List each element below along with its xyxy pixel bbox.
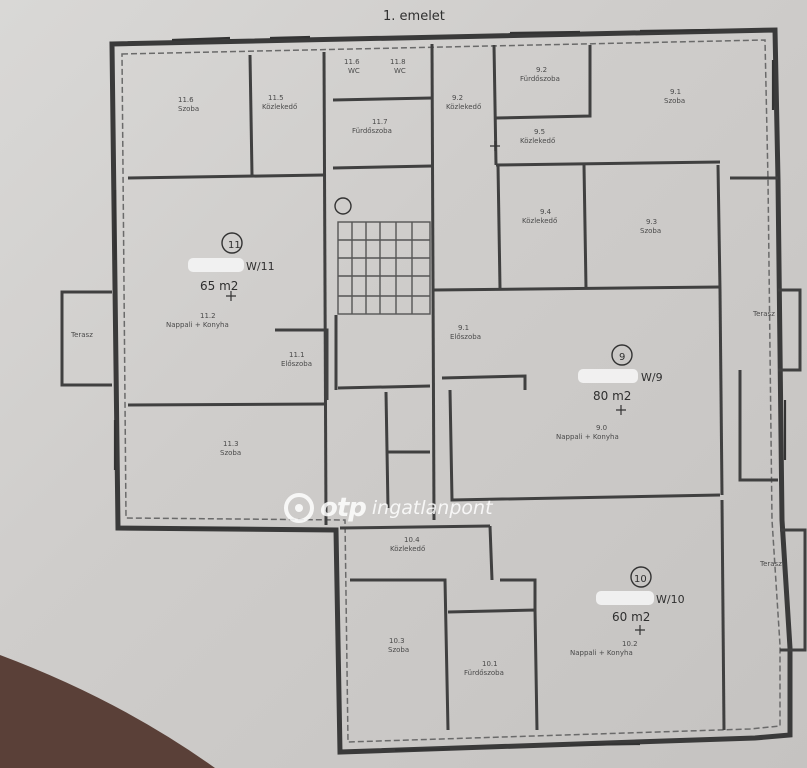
room-label-name: Szoba xyxy=(178,105,199,113)
room-label-id: 10.4 xyxy=(404,536,420,544)
room-label-id: 9.3 xyxy=(646,218,657,226)
watermark-brand: otp xyxy=(320,493,367,523)
room-label-name: Közlekedő xyxy=(390,544,425,553)
unit-labels: 11 W/11 65 m2 9 W/9 80 m2 10 W/10 60 m2 xyxy=(200,240,685,624)
room-label-id: 10.2 xyxy=(622,640,638,648)
room-label-name: Fürdőszoba xyxy=(464,668,504,677)
unit-9-code: W/9 xyxy=(641,371,663,384)
room-label-name: Közlekedő xyxy=(446,102,481,111)
room-label-name: Szoba xyxy=(220,449,241,457)
unit-marker-9 xyxy=(611,344,633,366)
room-label-name: Előszoba xyxy=(281,359,312,368)
room-label-id: 9.0 xyxy=(596,424,607,432)
room-label-name: Nappali + Konyha xyxy=(166,321,229,329)
unit-11-area: 65 m2 xyxy=(200,279,238,293)
unit-marker-10 xyxy=(630,566,652,588)
room-label-name: Nappali + Konyha xyxy=(570,649,633,657)
outer-walls xyxy=(109,27,793,755)
room-label-name: Előszoba xyxy=(450,332,481,341)
room-label-name: Terasz xyxy=(759,560,782,568)
terrace-left-outline xyxy=(60,290,112,387)
unit-markers xyxy=(221,197,652,588)
room-label-id: 11.5 xyxy=(268,94,284,102)
redacted-labels xyxy=(188,258,654,605)
unit-10-area: 60 m2 xyxy=(612,610,650,624)
unit-11-code: W/11 xyxy=(246,260,275,273)
room-label-id: 11.3 xyxy=(223,440,239,448)
room-label-name: Közlekedő xyxy=(522,216,557,225)
room-label-name: WC xyxy=(348,67,360,75)
unit-9-area: 80 m2 xyxy=(593,389,631,403)
room-label-name: Terasz xyxy=(70,331,93,339)
unit-10-number: 10 xyxy=(634,574,647,585)
terrace-right-outline xyxy=(778,288,807,652)
room-label-name: Szoba xyxy=(388,646,409,654)
unit-10-code: W/10 xyxy=(656,593,685,606)
floor-title: 1. emelet xyxy=(383,9,445,24)
outer-wall-dash xyxy=(121,39,781,743)
room-label-id: 9.1 xyxy=(458,324,469,332)
room-label-id: 10.1 xyxy=(482,660,498,668)
window-markers xyxy=(113,28,787,752)
room-label-id: 9.2 xyxy=(452,94,463,102)
watermark-text: ingatlanpont xyxy=(371,497,493,519)
room-label-name: WC xyxy=(394,67,406,75)
room-label-name: Szoba xyxy=(640,227,661,235)
unit-11-number: 11 xyxy=(228,240,241,251)
room-label-id: 11.6 xyxy=(344,58,360,66)
room-labels: 11.6 Szoba 11.5 Közlekedő 11.6 WC 11.8 W… xyxy=(70,58,782,677)
room-label-name: Fürdőszoba xyxy=(352,126,392,135)
room-label-id: 9.1 xyxy=(670,88,681,96)
staircase xyxy=(337,221,431,315)
level-markers xyxy=(226,141,645,635)
table-corner xyxy=(0,655,215,768)
room-label-name: Nappali + Konyha xyxy=(556,433,619,441)
room-label-id: 11.6 xyxy=(178,96,194,104)
room-label-id: 10.3 xyxy=(389,637,405,645)
unit-marker-11 xyxy=(221,232,243,254)
room-label-id: 11.8 xyxy=(390,58,406,66)
room-label-name: Terasz xyxy=(752,310,775,318)
watermark: otp ingatlanpont xyxy=(284,493,493,523)
room-label-id: 9.2 xyxy=(536,66,547,74)
room-label-name: Fürdőszoba xyxy=(520,74,560,83)
room-label-id: 9.4 xyxy=(540,208,552,216)
room-label-name: Közlekedő xyxy=(520,136,555,145)
room-label-name: Szoba xyxy=(664,97,685,105)
unit-9-number: 9 xyxy=(619,352,625,363)
room-label-id: 11.1 xyxy=(289,351,305,359)
room-label-id: 11.2 xyxy=(200,312,216,320)
otp-logo-icon xyxy=(284,493,314,523)
room-label-id: 11.7 xyxy=(372,118,388,126)
room-label-id: 9.5 xyxy=(534,128,545,136)
interior-walls xyxy=(127,43,778,731)
room-label-name: Közlekedő xyxy=(262,102,297,111)
